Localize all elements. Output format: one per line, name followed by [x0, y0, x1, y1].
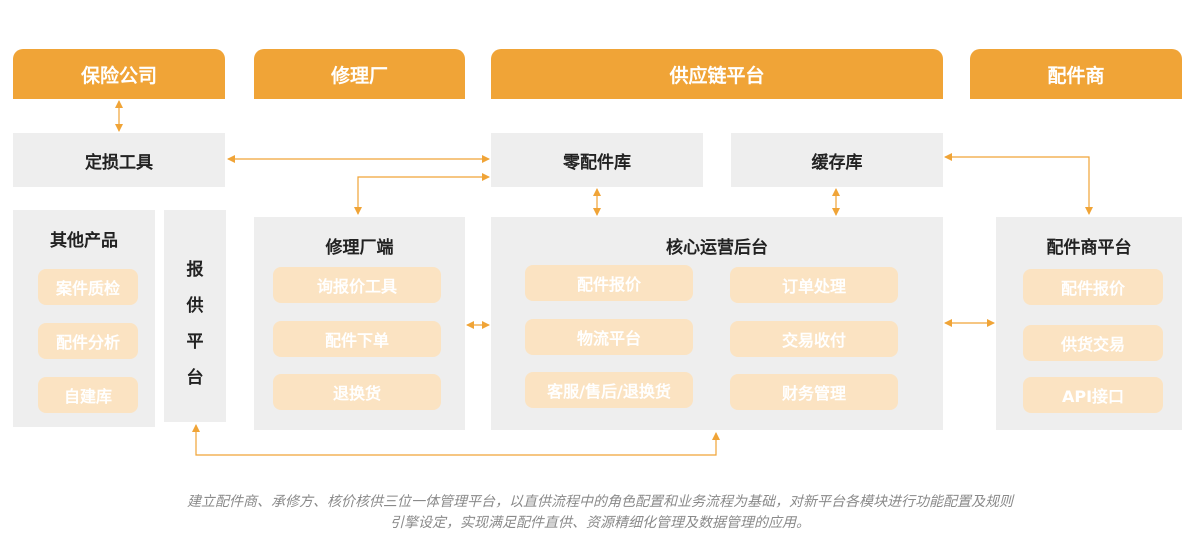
quote-platform-char-4: 台: [186, 368, 204, 388]
header-supplier: 配件商: [970, 49, 1182, 99]
chip-returns: 退换货: [273, 374, 441, 410]
arrow-quote-platform-core: [192, 424, 720, 456]
arrow-cache-library-supplier: [944, 153, 1093, 215]
chip-inquiry-tool: 询报价工具: [273, 267, 441, 303]
parts-library-box: 零配件库: [491, 133, 703, 187]
header-insurance: 保险公司: [13, 49, 225, 99]
chip-customer-service: 客服/售后/退换货: [525, 372, 693, 408]
chip-supplier-quote: 配件报价: [1023, 269, 1163, 305]
loss-tool-box: 定损工具: [13, 133, 225, 187]
quote-platform-char-2: 供: [186, 296, 204, 316]
other-products-panel: 其他产品 案件质检 配件分析 自建库: [13, 210, 155, 427]
chip-api: API接口: [1023, 377, 1163, 413]
other-products-title: 其他产品: [50, 230, 118, 251]
caption-line-1: 建立配件商、承修方、核价核供三位一体管理平台，以直供流程中的角色配置和业务流程为…: [187, 494, 1013, 510]
quote-platform-panel: 报 供 平 台: [164, 210, 226, 422]
chip-self-library: 自建库: [38, 377, 138, 413]
header-supply-chain: 供应链平台: [491, 49, 943, 99]
chip-logistics: 物流平台: [525, 319, 693, 355]
quote-platform-char-1: 报: [186, 260, 204, 280]
quote-platform-char-3: 平: [186, 332, 204, 352]
chip-transaction: 交易收付: [730, 321, 898, 357]
caption: 建立配件商、承修方、核价核供三位一体管理平台，以直供流程中的角色配置和业务流程为…: [10, 492, 1190, 534]
chip-finance: 财务管理: [730, 374, 898, 410]
chip-case-inspection: 案件质检: [38, 269, 138, 305]
repair-end-title: 修理厂端: [325, 237, 394, 258]
core-backend-panel: 核心运营后台 配件报价 物流平台 客服/售后/退换货 订单处理 交易收付 财务管…: [491, 217, 943, 430]
chip-core-parts-quote: 配件报价: [525, 265, 693, 301]
repair-end-panel: 修理厂端 询报价工具 配件下单 退换货: [254, 217, 465, 430]
chip-parts-order: 配件下单: [273, 321, 441, 357]
arrow-repair-end-parts-library: [354, 173, 490, 215]
cache-library-box: 缓存库: [731, 133, 943, 187]
header-repair: 修理厂: [254, 49, 465, 99]
core-backend-title: 核心运营后台: [666, 237, 768, 258]
caption-line-2: 引擎设定，实现满足配件直供、资源精细化管理及数据管理的应用。: [390, 515, 810, 531]
chip-supply-trade: 供货交易: [1023, 325, 1163, 361]
supplier-platform-panel: 配件商平台 配件报价 供货交易 API接口: [996, 217, 1182, 430]
chip-parts-analysis: 配件分析: [38, 323, 138, 359]
supplier-platform-title: 配件商平台: [1046, 237, 1132, 258]
chip-order-processing: 订单处理: [730, 267, 898, 303]
